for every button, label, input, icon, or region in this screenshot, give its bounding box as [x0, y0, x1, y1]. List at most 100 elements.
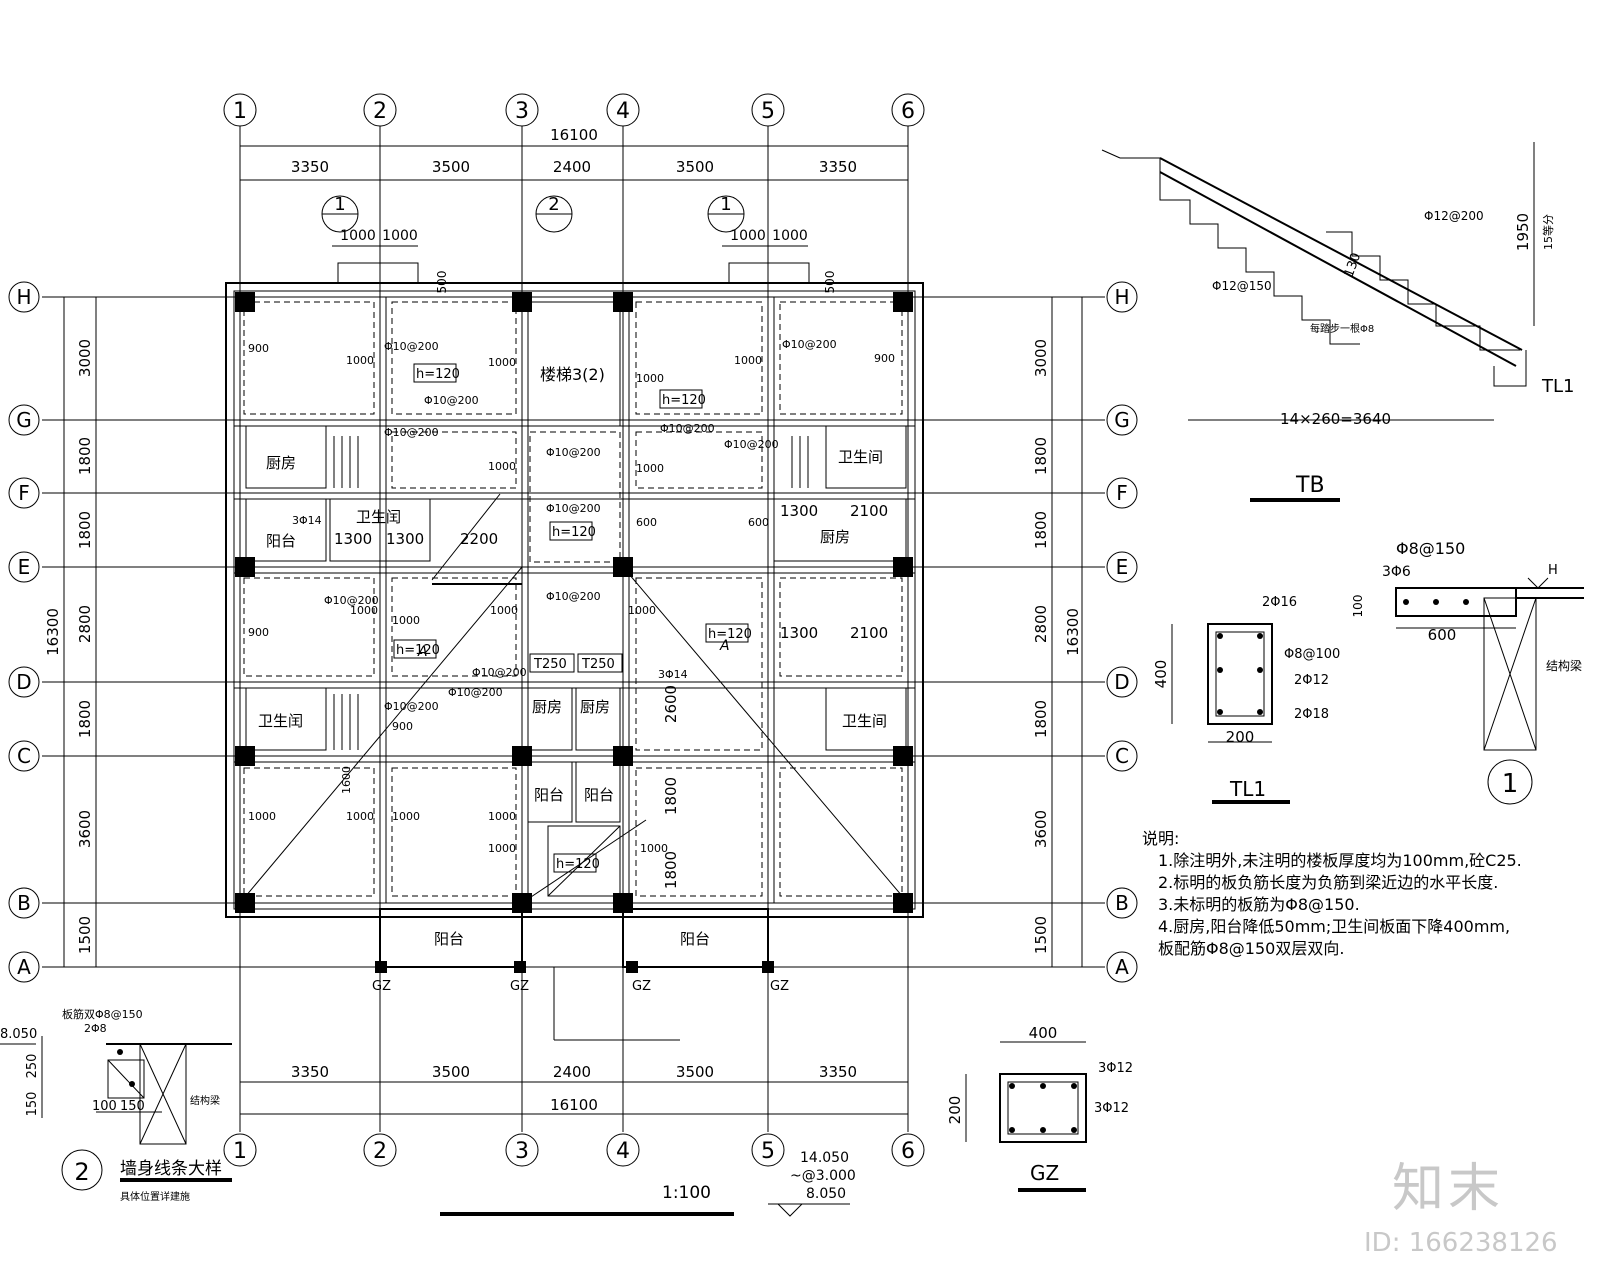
d1000-3: 1000	[488, 460, 516, 473]
dim-500-b: 500	[823, 271, 837, 294]
axis-4-top: 4	[616, 99, 630, 124]
d2200: 2200	[460, 530, 498, 548]
dim-y-3-right: 1800	[1032, 511, 1050, 549]
tl1-width: 200	[1226, 728, 1255, 746]
dim-span-2-top: 3500	[432, 158, 470, 176]
dim-y-3-left: 1800	[76, 511, 94, 549]
rebar-3d14-a: 3Φ14	[292, 514, 322, 527]
axis-C-left: C	[17, 744, 31, 768]
axis-C-right: C	[1115, 744, 1129, 768]
d1300-f: 1300	[334, 530, 372, 548]
dim-span-5-top: 3350	[819, 158, 857, 176]
tl1-mid-bars: 2Φ12	[1294, 673, 1329, 688]
axis-6-top: 6	[901, 99, 915, 124]
axis-D-left: D	[16, 670, 31, 694]
level-3: 8.050	[806, 1186, 846, 1202]
detail1-number: 1	[1502, 769, 1519, 799]
h120-3: h=120	[552, 525, 596, 540]
d1000-10: 1000	[346, 810, 374, 823]
diagonal-lines	[239, 493, 909, 1041]
d1300-f2: 1300	[386, 530, 424, 548]
d1000-9: 1000	[248, 810, 276, 823]
bottom-dimensions: 3350 3500 2400 3500 3350 16100	[240, 1063, 908, 1115]
stair-hatch	[333, 436, 809, 750]
watermark-id: ID: 166238126	[1364, 1228, 1558, 1258]
stair-beam-label: TL1	[1541, 376, 1574, 397]
d1000-16: 1000	[392, 614, 420, 627]
dim-span-4-top: 3500	[676, 158, 714, 176]
dim-1000-a: 1000	[340, 228, 376, 244]
dim-span-3-top: 2400	[553, 158, 591, 176]
rebar-11: Φ10@200	[472, 666, 527, 679]
tl1-height: 400	[1152, 660, 1170, 689]
detail1-mark: H	[1548, 563, 1558, 578]
h120-4: h=120	[396, 643, 440, 658]
dim-1000-d: 1000	[772, 228, 808, 244]
rebar-6: Φ10@200	[546, 590, 601, 603]
dim-y-1-left: 3000	[76, 339, 94, 377]
room-bath-f: 卫生闰	[356, 508, 401, 526]
stair-rebar-top: Φ12@200	[1424, 209, 1484, 223]
dim-1000-c: 1000	[730, 228, 766, 244]
d600-1: 600	[636, 516, 657, 529]
detail1-beam: 结构梁	[1546, 658, 1582, 673]
left-axis-bubbles: H G F E D C B A	[8, 281, 40, 983]
room-balcony-w: 阳台	[266, 532, 296, 550]
axis-H-right: H	[1114, 285, 1129, 309]
bottom-axis-bubbles: 1 2 3 4 5 6	[223, 1133, 925, 1167]
rebar-13: Φ10@200	[384, 700, 439, 713]
room-balcony-s2: 阳台	[680, 930, 710, 948]
d1000-2: 1000	[488, 356, 516, 369]
stair-run: 14×260=3640	[1280, 410, 1391, 428]
axis-E-left: E	[18, 555, 31, 579]
level-1: 14.050	[800, 1150, 849, 1166]
tl1-section: 400 200 2Φ16 Φ8@100 2Φ12 2Φ18 TL1	[1152, 595, 1340, 804]
d2100-e: 2100	[850, 624, 888, 642]
detail2-d100: 100	[92, 1099, 117, 1114]
h120-5: h=120	[708, 627, 752, 642]
t250-1: T250	[533, 657, 567, 672]
room-names: 楼梯3(2) 厨房 卫生间 卫生闰 阳台 厨房 卫生闰 卫生间 厨房 厨房 阳台…	[258, 365, 887, 948]
axis-D-right: D	[1114, 670, 1129, 694]
gz-label-4: GZ	[770, 979, 789, 994]
axis-B-left: B	[17, 891, 31, 915]
gz-section: 400 200 3Φ12 3Φ12 GZ	[946, 1024, 1133, 1192]
level-2: ~@3.000	[790, 1168, 856, 1184]
detail1-length: 600	[1428, 626, 1457, 644]
detail-1: Φ8@150 3Φ6 100 600 H 结构梁 1	[1351, 539, 1584, 805]
d1000-6: 1000	[636, 462, 664, 475]
d1300-ne: 1300	[780, 502, 818, 520]
tl1-bot-bars: 2Φ18	[1294, 707, 1329, 722]
axis-5-bottom: 5	[761, 1139, 775, 1164]
dim-total-y-left: 16300	[44, 608, 62, 656]
slab-outlines	[243, 301, 903, 897]
h120-6: h=120	[556, 857, 600, 872]
section-marker-2: 2	[548, 194, 559, 215]
axis-1-top: 1	[233, 99, 247, 124]
gz-bars-top: 3Φ12	[1098, 1061, 1133, 1076]
rebar-12: Φ10@200	[448, 686, 503, 699]
dim-y-7-right: 1500	[1032, 916, 1050, 954]
dim-total-x-top: 16100	[550, 126, 598, 144]
d1000-11: 1000	[392, 810, 420, 823]
detail2-level: 8.050	[0, 1027, 37, 1042]
axis-2-top: 2	[373, 99, 387, 124]
gz-title: GZ	[1030, 1161, 1059, 1185]
note-5: 板配筋Φ8@150双层双向.	[1158, 939, 1345, 958]
detail2-number: 2	[74, 1158, 89, 1186]
right-dimensions: 16300 3000 1800 1800 2800 1800 3600 1500	[1032, 297, 1083, 967]
tl1-title: TL1	[1229, 777, 1266, 801]
d1000-7: 1000	[490, 604, 518, 617]
rebar-9: Φ10@200	[782, 338, 837, 351]
d1000-1: 1000	[346, 354, 374, 367]
section-marker-1a: 1	[334, 194, 345, 215]
dim-span-5-bottom: 3350	[819, 1063, 857, 1081]
detail2-subtitle: 具体位置详建施	[120, 1190, 190, 1203]
interior-beams	[234, 297, 915, 903]
room-bath-se: 卫生间	[842, 712, 887, 730]
detail2-beam: 结构梁	[190, 1094, 220, 1107]
gz-label-2: GZ	[510, 979, 529, 994]
mark-a-1: A	[417, 644, 428, 660]
dim-y-7-left: 1500	[76, 916, 94, 954]
left-dimensions: 16300 3000 1800 1800 2800 1800 3600 1500	[44, 297, 97, 967]
